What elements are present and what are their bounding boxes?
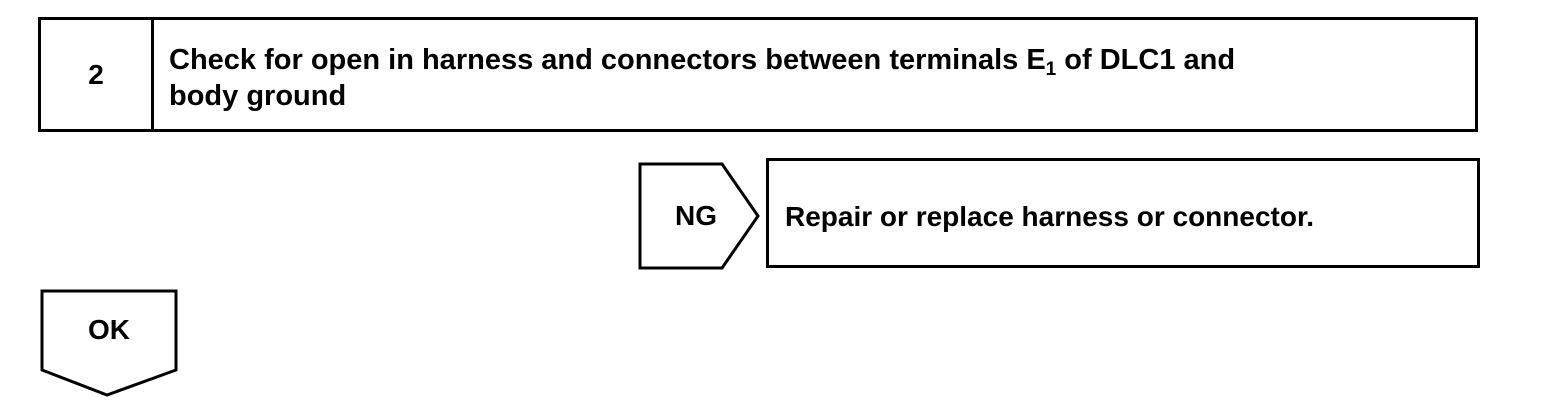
ng-arrow-shape xyxy=(638,162,760,270)
step-title: Check for open in harness and connectors… xyxy=(169,42,1455,114)
step-number: 2 xyxy=(41,20,154,129)
ng-result-text: Repair or replace harness or connector. xyxy=(785,201,1315,232)
step-title-subscript: 1 xyxy=(1045,59,1057,80)
ok-label: OK xyxy=(88,314,130,345)
step-title-part2: of DLC1 and xyxy=(1056,44,1236,76)
ng-label: NG xyxy=(675,200,717,231)
step-title-line2: body ground xyxy=(169,80,347,112)
ng-result-box: Repair or replace harness or connector. xyxy=(766,158,1480,268)
step-title-part1: Check for open in harness and connectors… xyxy=(169,44,1046,76)
step-box: 2 Check for open in harness and connecto… xyxy=(38,17,1478,132)
ok-arrow-shape xyxy=(40,289,178,397)
